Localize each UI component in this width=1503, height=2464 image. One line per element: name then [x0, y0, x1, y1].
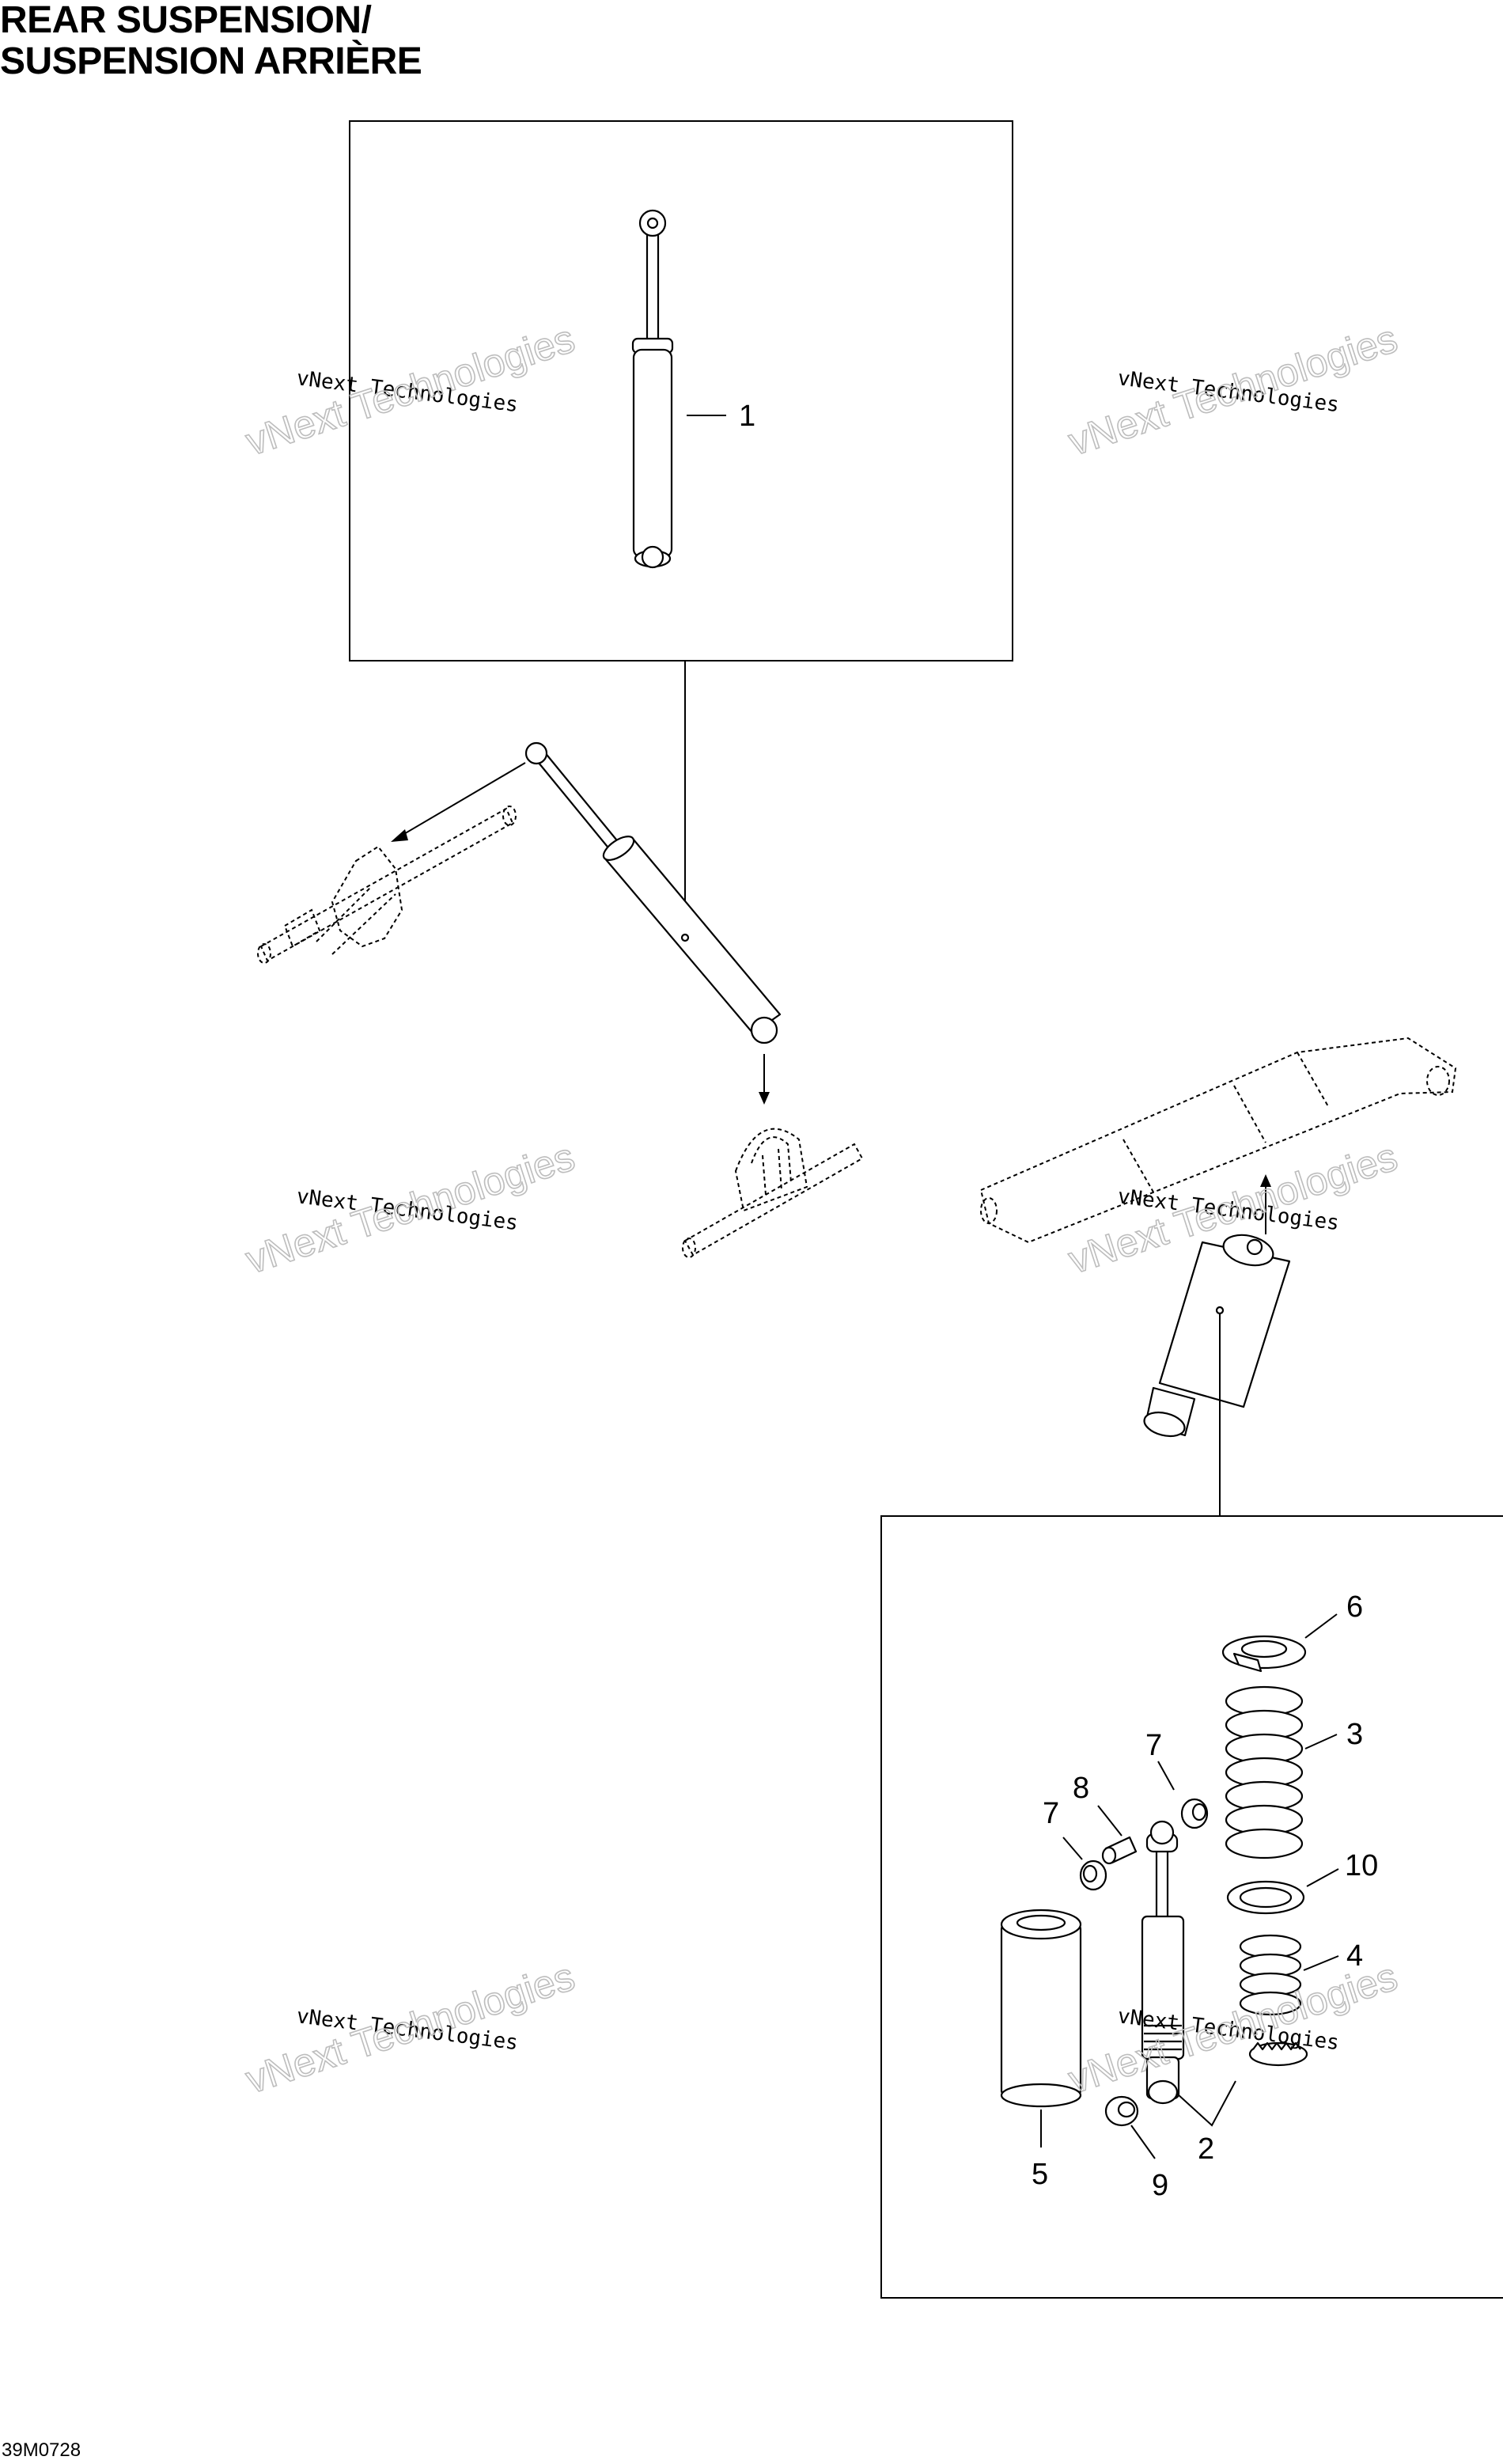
callout-10-leader [1306, 1868, 1339, 1887]
callout-3-leader [1304, 1734, 1338, 1749]
part-7-bushing-upper [1180, 1798, 1209, 1829]
callout-7b: 7 [1145, 1729, 1162, 1762]
rear-shock-installed [1143, 1234, 1291, 1438]
drawing-code: 39M0728 [2, 2439, 81, 2461]
detail-frame-lower [880, 1515, 1503, 2299]
svg-text:vNext Technologies: vNext Technologies [240, 316, 580, 464]
watermark-6: vNext Technologies vNext Technologies [1062, 1954, 1403, 2103]
part-5-sleeve [1000, 1909, 1082, 2108]
callout-8: 8 [1073, 1772, 1089, 1805]
part-2-shock-absorber [1141, 1820, 1185, 2105]
front-mount-ghost [257, 806, 517, 964]
arrow-to-front-mount [391, 762, 526, 842]
callout-1: 1 [739, 400, 755, 433]
rear-frame-ghost [979, 1037, 1457, 1244]
part-3-main-spring [1225, 1685, 1304, 1859]
part-9-bushing [1104, 2095, 1139, 2127]
callout-6: 6 [1346, 1590, 1363, 1624]
callout-3: 3 [1346, 1718, 1363, 1751]
adjuster-ring [1248, 2041, 1308, 2067]
callout-7a: 7 [1043, 1797, 1059, 1830]
callout-10: 10 [1345, 1849, 1378, 1882]
title-line-fr: SUSPENSION ARRIÈRE [0, 40, 422, 82]
installed-shock-assembly [524, 741, 782, 1044]
callout-2: 2 [1198, 2132, 1214, 2166]
watermark-3: vNext Technologies vNext Technologies [240, 1134, 580, 1283]
detail-frame-upper [349, 120, 1013, 661]
arrow-to-rear-frame [1260, 1174, 1271, 1234]
callout-4: 4 [1346, 1939, 1363, 1973]
arrow-to-rear-mount [759, 1054, 770, 1105]
svg-text:vNext Technologies: vNext Technologies [1063, 1954, 1403, 2102]
part-1-shock-absorber [631, 209, 674, 569]
svg-text:vNext Technologies: vNext Technologies [1063, 316, 1403, 464]
part-4-secondary-spring [1239, 1934, 1302, 2016]
part-8-sleeve-pin [1101, 1836, 1138, 1865]
watermark-2: vNext Technologies vNext Technologies [1062, 316, 1403, 465]
watermark-5: vNext Technologies vNext Technologies [240, 1954, 580, 2103]
callout-9: 9 [1152, 2169, 1168, 2202]
callout-9-leader [1130, 2125, 1156, 2159]
callout-4-leader [1303, 1955, 1339, 1971]
part-7-bushing-lower [1079, 1859, 1107, 1891]
callout-8-leader [1097, 1805, 1123, 1837]
callout-7b-leader [1157, 1761, 1175, 1791]
part-10-ring [1226, 1880, 1305, 1915]
svg-text:vNext Technologies: vNext Technologies [240, 1954, 580, 2102]
page-title: REAR SUSPENSION/ SUSPENSION ARRIÈRE [0, 0, 422, 82]
watermark-1: vNext Technologies vNext Technologies [240, 316, 580, 465]
title-line-en: REAR SUSPENSION/ [0, 0, 372, 41]
rear-mount-ghost [682, 1128, 864, 1258]
callout-5: 5 [1032, 2158, 1048, 2191]
callout-7a-leader [1062, 1837, 1083, 1860]
callout-6-leader [1304, 1613, 1338, 1639]
callout-2-leader [1176, 2080, 1236, 2127]
svg-text:vNext Technologies: vNext Technologies [240, 1134, 580, 1282]
part-6-spring-retainer [1221, 1635, 1307, 1673]
